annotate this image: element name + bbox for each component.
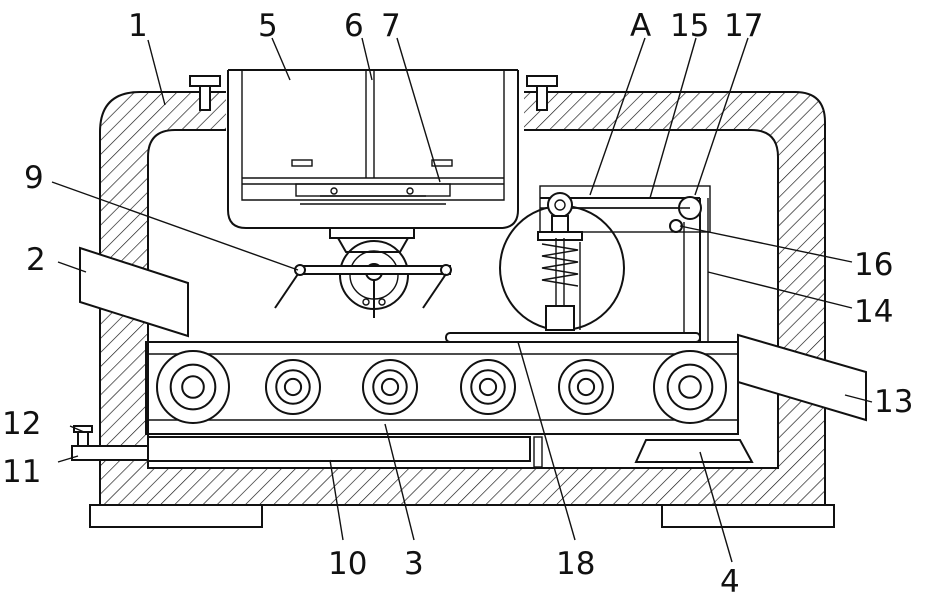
label-1: 1 bbox=[128, 8, 148, 44]
conveyor bbox=[146, 342, 738, 434]
label-18: 18 bbox=[556, 546, 595, 582]
label-2: 2 bbox=[26, 242, 46, 278]
conveyor-roller bbox=[461, 360, 515, 414]
conveyor-roller bbox=[559, 360, 613, 414]
label-10: 10 bbox=[328, 546, 367, 582]
drive-motor bbox=[636, 440, 752, 462]
conveyor-roller bbox=[157, 351, 229, 423]
label-3: 3 bbox=[404, 546, 424, 582]
label-6: 6 bbox=[344, 8, 364, 44]
conveyor-roller bbox=[654, 351, 726, 423]
label-15: 15 bbox=[670, 8, 709, 44]
label-17: 17 bbox=[724, 8, 763, 44]
conveyor-roller bbox=[363, 360, 417, 414]
conveyor-rollers bbox=[157, 351, 726, 423]
label-16: 16 bbox=[854, 247, 893, 283]
scraper-plate bbox=[446, 333, 700, 342]
label-14: 14 bbox=[854, 294, 893, 330]
left-foot bbox=[90, 505, 262, 527]
conveyor-roller bbox=[266, 360, 320, 414]
label-13: 13 bbox=[874, 384, 913, 420]
label-a: A bbox=[630, 8, 651, 44]
label-9: 9 bbox=[24, 160, 44, 196]
label-7: 7 bbox=[381, 8, 401, 44]
collection-drawer bbox=[148, 437, 530, 461]
label-12: 12 bbox=[2, 406, 41, 442]
right-foot bbox=[662, 505, 834, 527]
label-11: 11 bbox=[2, 454, 41, 490]
label-4: 4 bbox=[720, 564, 740, 600]
label-5: 5 bbox=[258, 8, 278, 44]
